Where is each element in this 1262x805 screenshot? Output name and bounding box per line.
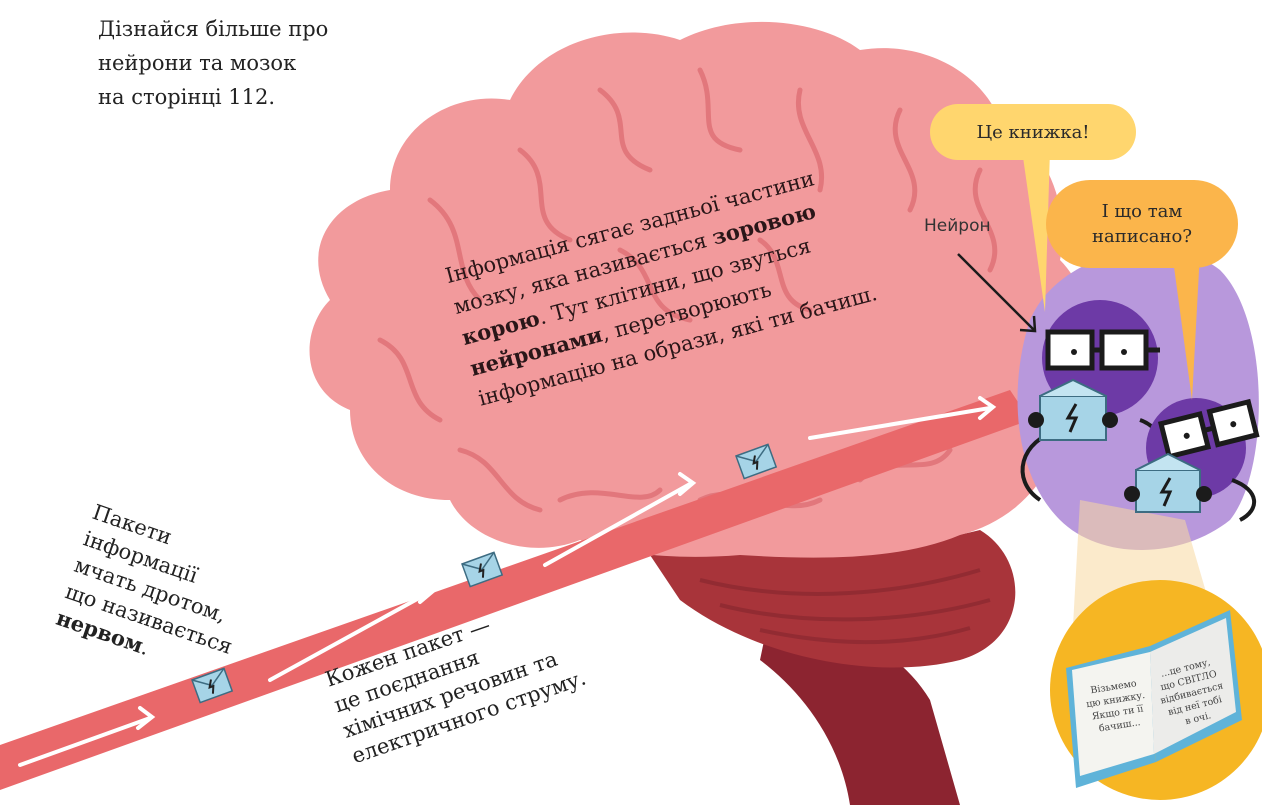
glasses-icon <box>1048 332 1160 368</box>
speech-bubble-text: І що там написано? <box>1092 199 1192 249</box>
reference-note: Дізнайся більше про нейрони та мозок на … <box>98 12 328 114</box>
speech-bubble-question: І що там написано? <box>1046 180 1238 268</box>
speech-bubble-text: Це книжка! <box>976 120 1089 145</box>
book-left-page-text: Візьмемо цю книжку. Якщо ти її бачиш... <box>1080 676 1153 738</box>
